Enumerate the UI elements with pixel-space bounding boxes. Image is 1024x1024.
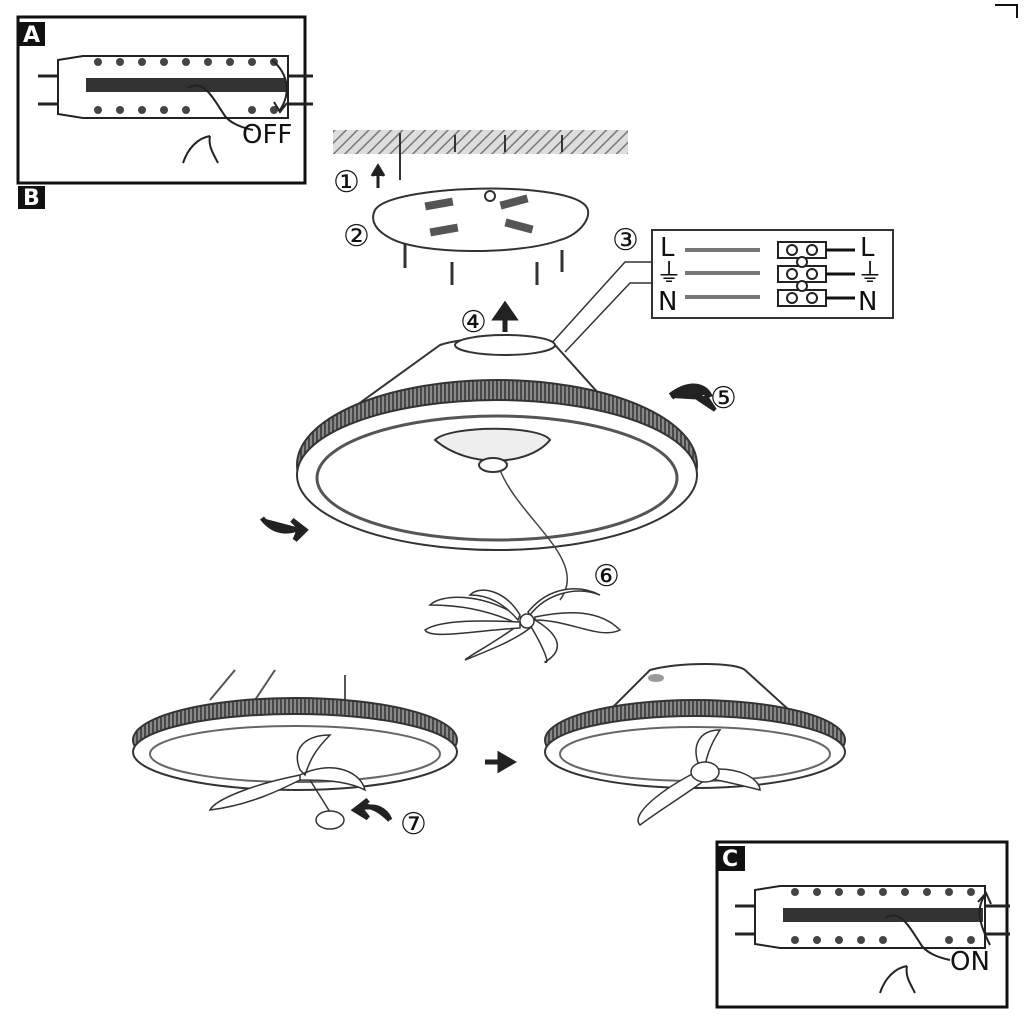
ceiling-screws: [399, 133, 563, 180]
arrow-up-icon: [370, 163, 386, 188]
fan-assembly-right: [544, 663, 846, 826]
step-3: ③: [612, 223, 639, 258]
wire-right-earth: ⏚: [857, 259, 883, 289]
mounting-plate: [372, 187, 590, 252]
panel-c-letter: C: [722, 847, 738, 872]
panel-a-letter: A: [23, 23, 40, 48]
ceiling: [333, 130, 628, 154]
panel-b-badge: [18, 186, 45, 209]
off-caption: OFF: [242, 120, 292, 150]
step-2: ②: [343, 219, 370, 254]
screws: [403, 243, 564, 285]
rotate-arrow-icon: [350, 798, 393, 822]
corner-mark: [995, 4, 1018, 18]
panel-c-badge: [717, 846, 745, 871]
fan-blades: [424, 588, 622, 664]
arrow-right-icon: [485, 750, 517, 774]
panel-a-power-off: A OFF: [16, 15, 315, 185]
panel-a-badge: [18, 22, 45, 46]
rotate-arrow-icon: [260, 516, 309, 542]
arrow-up-icon: [491, 300, 519, 332]
step-7: ⑦: [400, 807, 427, 842]
panel-b-letter: B: [23, 186, 40, 211]
rotate-arrow-icon: [668, 383, 717, 412]
fan-assembly-left: [132, 669, 458, 830]
panel-c-power-on: C ON: [715, 840, 1012, 1009]
wiring-diagram: L ⏚ N L ⏚ N: [549, 229, 894, 353]
step-1: ①: [333, 165, 360, 200]
step-6: ⑥: [593, 559, 620, 594]
wire-left-neutral: N: [658, 287, 677, 317]
step-4: ④: [460, 305, 487, 340]
wire-right-neutral: N: [858, 287, 877, 317]
arrow-up-icon: [978, 894, 991, 946]
on-caption: ON: [950, 947, 990, 977]
wire-left-earth: ⏚: [656, 259, 682, 289]
ceiling-fan-body: [296, 334, 698, 601]
arrow-down-icon: [271, 59, 288, 111]
step-5: ⑤: [710, 381, 737, 416]
wire-left-live: L: [660, 233, 675, 263]
wire-right-live: L: [860, 233, 875, 263]
